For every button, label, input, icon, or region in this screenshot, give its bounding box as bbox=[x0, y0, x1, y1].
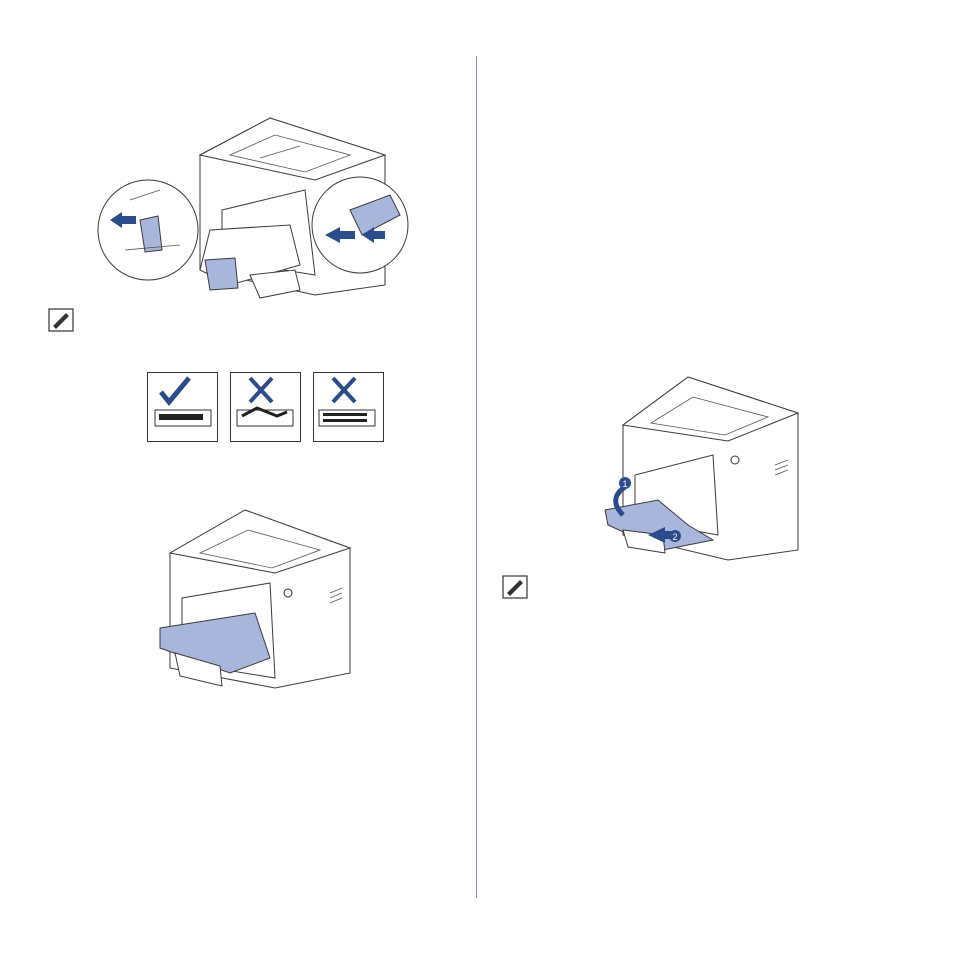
paper-guide-adjust-illustration bbox=[100, 110, 410, 300]
tray-steps-illustration: 1 2 bbox=[603, 375, 803, 560]
step-2-label: 2 bbox=[672, 532, 677, 542]
paper-examples bbox=[147, 372, 385, 442]
tray-cover-illustration bbox=[160, 508, 360, 693]
note-icon bbox=[48, 308, 74, 332]
step-1-label: 1 bbox=[622, 479, 627, 489]
note-icon bbox=[502, 575, 528, 599]
paper-example-overloaded bbox=[314, 373, 384, 442]
paper-example-correct bbox=[148, 373, 218, 442]
paper-example-curled bbox=[231, 373, 301, 442]
column-divider bbox=[476, 56, 477, 898]
